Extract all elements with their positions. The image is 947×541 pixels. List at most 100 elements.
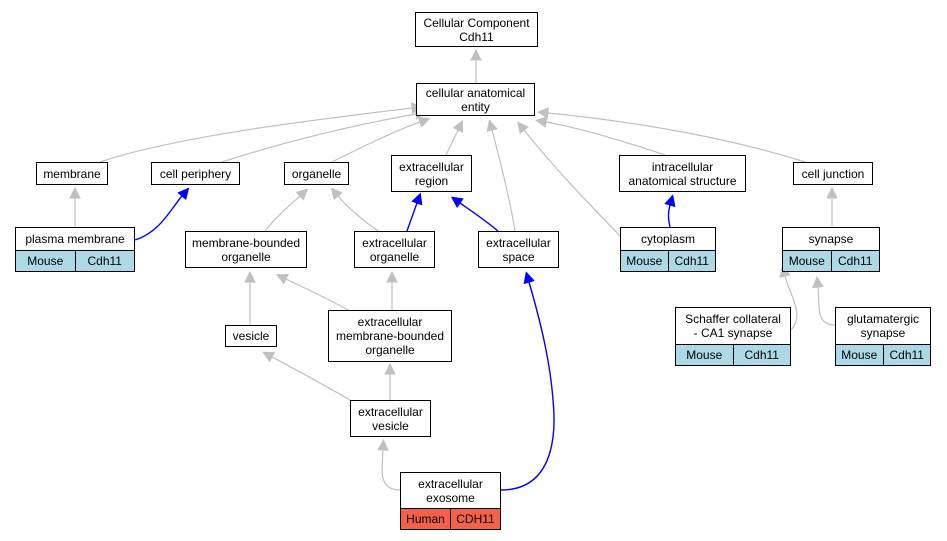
- edge-schaffer-collateral-to-synapse: [784, 275, 798, 331]
- node-title: synapse: [783, 228, 879, 250]
- node-label-line2: organelle: [221, 249, 271, 264]
- edge-membrane-bounded-organelle-to-organelle: [264, 195, 301, 232]
- species-tag: Mouse: [783, 251, 831, 271]
- arrowhead: [523, 271, 535, 285]
- arrowhead: [275, 273, 289, 285]
- node-label-line1: cellular anatomical: [425, 85, 526, 100]
- edge-extracellular-exosome-to-extracellular-space: [500, 281, 555, 491]
- edge-membrane-to-cellular-anatomical-entity: [99, 107, 413, 163]
- edge-cell-periphery-to-cellular-anatomical-entity: [221, 113, 417, 163]
- edge-cytoplasm-to-cellular-anatomical-entity: [523, 129, 625, 241]
- edge-glutamatergic-synapse-to-synapse: [817, 286, 836, 326]
- node-label-line1: membrane: [43, 166, 101, 181]
- node-label-line1: extracellular: [399, 159, 464, 174]
- arrowhead: [826, 186, 838, 199]
- node-cell-periphery[interactable]: cell periphery: [151, 162, 240, 185]
- species-tag: Mouse: [16, 251, 75, 271]
- node-label-line1: cell periphery: [159, 166, 232, 181]
- edge-cell-junction-to-cellular-anatomical-entity: [547, 112, 806, 163]
- gene-tag: CDH11: [450, 509, 500, 529]
- node-organelle[interactable]: organelle: [284, 162, 349, 185]
- node-label-line1: organelle: [291, 166, 342, 181]
- species-tag: Mouse: [836, 345, 883, 365]
- edge-extracellular-organelle-to-organelle: [337, 195, 379, 232]
- arrowhead: [535, 116, 548, 128]
- node-vesicle[interactable]: vesicle: [225, 325, 277, 347]
- node-title: cell periphery: [152, 163, 239, 184]
- edge-extracellular-vesicle-to-vesicle: [271, 356, 356, 404]
- node-title: cytoplasm: [621, 228, 715, 250]
- gene-tag: Cdh11: [667, 251, 715, 271]
- arrowhead: [244, 270, 256, 283]
- node-label-line1: cell junction: [801, 166, 865, 181]
- node-cell-junction[interactable]: cell junction: [793, 162, 873, 185]
- node-label-line1: extracellular: [486, 235, 551, 250]
- arrowhead: [486, 119, 498, 132]
- node-label-line1: extracellular: [362, 235, 427, 250]
- gene-tag: Cdh11: [74, 251, 134, 271]
- node-label-line2: anatomical structure: [628, 173, 737, 188]
- node-membrane[interactable]: membrane: [36, 162, 108, 185]
- node-label-line1: Schaffer collateral: [685, 312, 781, 326]
- arrowhead: [470, 48, 482, 61]
- edge-intracellular-anatomical-structure-to-cellular-anatomical-entity: [545, 121, 666, 156]
- arrowhead: [450, 196, 464, 209]
- node-label-line3: organelle: [365, 343, 415, 357]
- arrowhead: [517, 121, 529, 135]
- arrowhead: [536, 107, 550, 119]
- arrowhead: [384, 362, 396, 375]
- node-label-line1: membrane-bounded: [191, 235, 301, 250]
- node-label-line1: vesicle: [232, 329, 270, 343]
- node-title: vesicle: [226, 326, 276, 346]
- arrowhead: [295, 188, 309, 201]
- species-tag: Mouse: [676, 345, 733, 365]
- edge-extracellular-space-to-cellular-anatomical-entity: [491, 129, 516, 232]
- node-label-line1: extracellular: [358, 404, 423, 419]
- edge-extracellular-region-to-cellular-anatomical-entity: [445, 129, 459, 156]
- node-label-line2: organelle: [369, 249, 420, 264]
- species-tag: Human: [401, 509, 450, 529]
- arrowhead: [417, 116, 431, 128]
- node-label-line2: Cdh11: [459, 29, 494, 44]
- node-label-line1: extracellular: [357, 315, 423, 329]
- arrowhead: [386, 270, 398, 283]
- node-label-line1: cytoplasm: [640, 232, 696, 246]
- node-label-line2: membrane-bounded: [335, 329, 445, 343]
- node-label-line1: synapse: [808, 232, 854, 246]
- gene-tag: Cdh11: [830, 251, 879, 271]
- node-title: Schaffer collateral- CA1 synapse: [676, 308, 790, 344]
- arrowhead: [69, 186, 81, 199]
- arrowhead: [330, 187, 343, 201]
- arrowhead: [411, 192, 423, 206]
- node-title: membrane: [37, 163, 107, 184]
- arrowhead: [812, 275, 824, 289]
